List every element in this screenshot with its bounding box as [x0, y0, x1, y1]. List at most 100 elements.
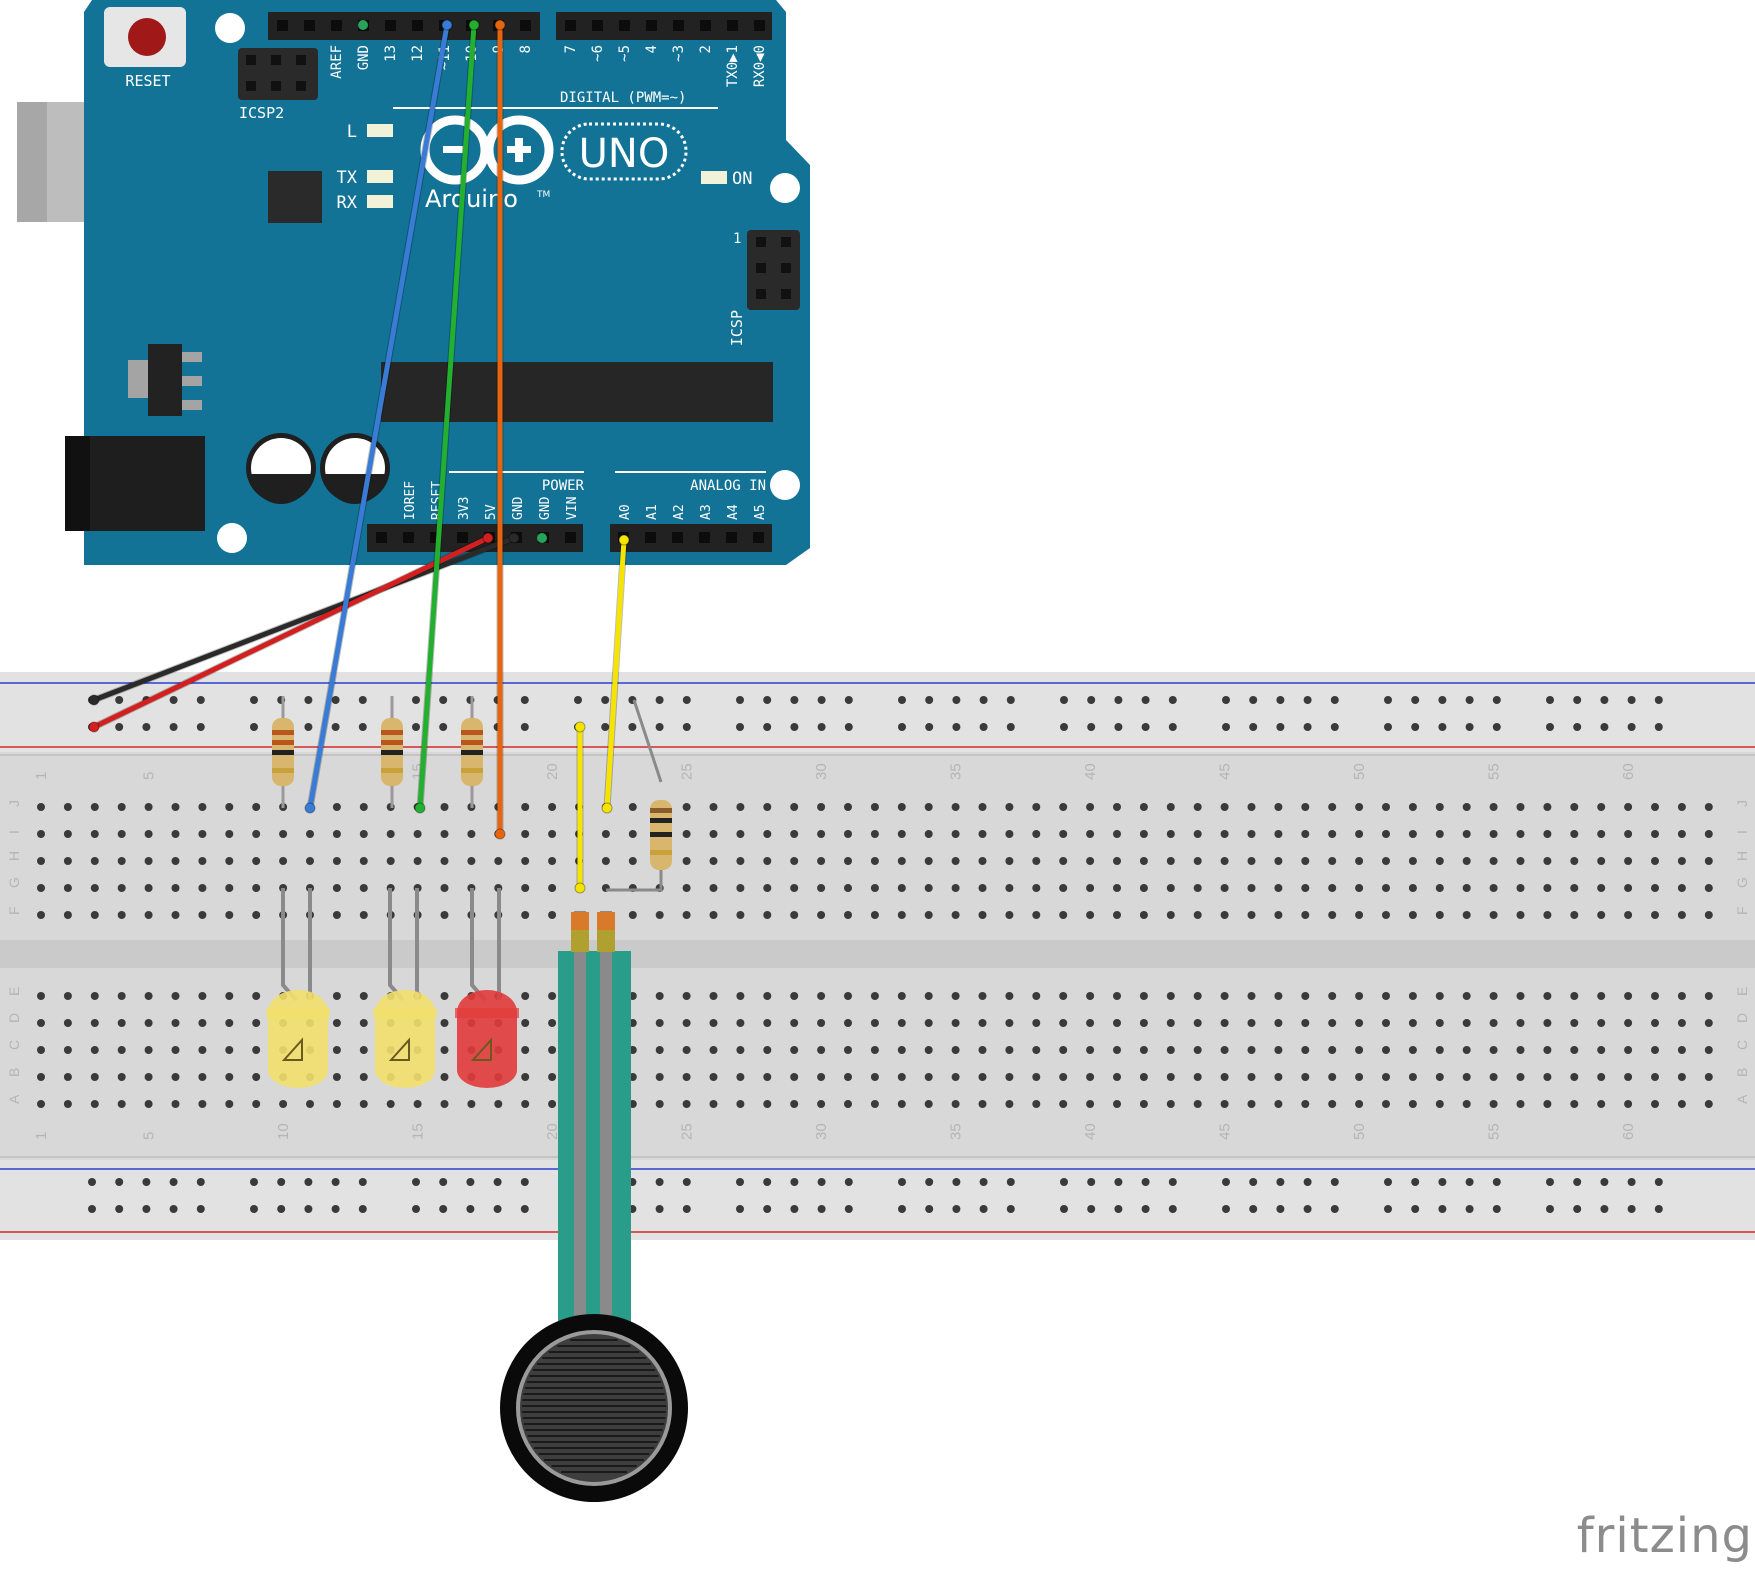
digital-pin-label: 13: [383, 45, 399, 62]
terminal-hole: [1408, 830, 1417, 838]
rail-hole: [1114, 1178, 1123, 1186]
terminal-hole: [736, 857, 745, 865]
terminal-hole: [1220, 1073, 1229, 1081]
terminal-hole: [1651, 803, 1659, 811]
resistor-band: [272, 750, 294, 755]
terminal-hole: [171, 1019, 180, 1027]
status-led-label: RX: [337, 193, 358, 213]
column-number: 10: [275, 1123, 292, 1140]
terminal-hole: [817, 803, 826, 811]
terminal-hole: [37, 803, 45, 811]
resistor-band: [272, 730, 294, 735]
terminal-hole: [144, 1073, 153, 1081]
terminal-hole: [1462, 1019, 1471, 1027]
power-jack-edge: [65, 436, 90, 531]
terminal-hole: [1704, 911, 1713, 919]
terminal-hole: [1032, 1073, 1041, 1081]
rail-hole: [1600, 696, 1609, 704]
terminal-hole: [1489, 1100, 1498, 1108]
rail-hole: [115, 696, 124, 704]
terminal-hole: [1382, 992, 1390, 1000]
rail-hole: [898, 723, 906, 731]
terminal-hole: [359, 911, 368, 919]
header-pin-gnd-marker: [537, 533, 547, 543]
terminal-hole: [1113, 884, 1121, 892]
digital-pin-label: RX0◀0: [752, 45, 768, 87]
terminal-hole: [1166, 1019, 1175, 1027]
rail-hole: [682, 1205, 691, 1213]
terminal-hole: [1059, 857, 1068, 865]
terminal-hole: [63, 992, 72, 1000]
column-number: 20: [544, 763, 561, 780]
terminal-hole: [440, 1019, 449, 1027]
terminal-hole: [198, 1019, 207, 1027]
terminal-hole: [1247, 1073, 1256, 1081]
terminal-hole: [440, 830, 449, 838]
terminal-hole: [1516, 884, 1525, 892]
terminal-hole: [1139, 1046, 1148, 1054]
terminal-hole: [1220, 1100, 1229, 1108]
terminal-hole: [1624, 1046, 1633, 1054]
rail-hole: [1573, 1205, 1582, 1213]
terminal-hole: [1274, 1019, 1283, 1027]
terminal-hole: [817, 911, 826, 919]
wire-5v-red-end: [482, 532, 494, 544]
arduino-logo-right: [484, 115, 554, 185]
terminal-hole: [1193, 911, 1202, 919]
terminal-hole: [951, 1073, 960, 1081]
terminal-hole: [1220, 803, 1229, 811]
terminal-hole: [171, 1100, 180, 1108]
terminal-hole: [870, 830, 879, 838]
wire-a0-yellow-end: [618, 534, 630, 546]
terminal-hole: [1677, 1019, 1686, 1027]
terminal-hole: [1597, 884, 1606, 892]
terminal-hole: [1516, 830, 1525, 838]
terminal-hole: [1032, 992, 1041, 1000]
terminal-hole: [978, 884, 987, 892]
terminal-hole: [736, 992, 745, 1000]
resistor-band: [461, 740, 483, 745]
terminal-hole: [198, 830, 207, 838]
header-pin: [385, 20, 396, 31]
terminal-hole: [548, 1019, 557, 1027]
terminal-hole: [332, 1073, 341, 1081]
terminal-hole: [1597, 1046, 1606, 1054]
terminal-hole: [1059, 992, 1068, 1000]
terminal-hole: [978, 992, 987, 1000]
terminal-hole: [1516, 1073, 1525, 1081]
terminal-hole: [37, 911, 45, 919]
terminal-hole: [1220, 884, 1229, 892]
terminal-hole: [440, 992, 449, 1000]
terminal-hole: [1274, 830, 1283, 838]
terminal-hole: [332, 911, 341, 919]
terminal-hole: [1677, 803, 1686, 811]
terminal-hole: [117, 830, 126, 838]
terminal-hole: [709, 803, 718, 811]
rail-hole: [1573, 696, 1582, 704]
terminal-hole: [521, 992, 530, 1000]
terminal-hole: [1139, 992, 1148, 1000]
terminal-hole: [1382, 830, 1390, 838]
terminal-hole: [306, 830, 314, 838]
terminal-hole: [1435, 992, 1444, 1000]
terminal-hole: [1113, 911, 1121, 919]
rail-hole: [1141, 696, 1150, 704]
rail-hole: [1438, 696, 1447, 704]
terminal-hole: [225, 830, 234, 838]
rail-hole: [466, 1205, 475, 1213]
terminal-hole: [1382, 1073, 1390, 1081]
row-label: C: [1734, 1040, 1750, 1050]
terminal-hole: [1139, 830, 1148, 838]
header-pin: [672, 532, 683, 543]
terminal-hole: [1677, 1046, 1686, 1054]
terminal-hole: [1032, 857, 1041, 865]
terminal-hole: [1382, 911, 1390, 919]
terminal-hole: [252, 1073, 261, 1081]
terminal-hole: [548, 1073, 557, 1081]
digital-pin-label: 2: [698, 45, 714, 53]
terminal-hole: [1677, 884, 1686, 892]
icsp2-label: ICSP2: [239, 104, 284, 122]
terminal-hole: [63, 1019, 72, 1027]
rail-hole: [1087, 696, 1096, 704]
header-pin: [619, 20, 630, 31]
